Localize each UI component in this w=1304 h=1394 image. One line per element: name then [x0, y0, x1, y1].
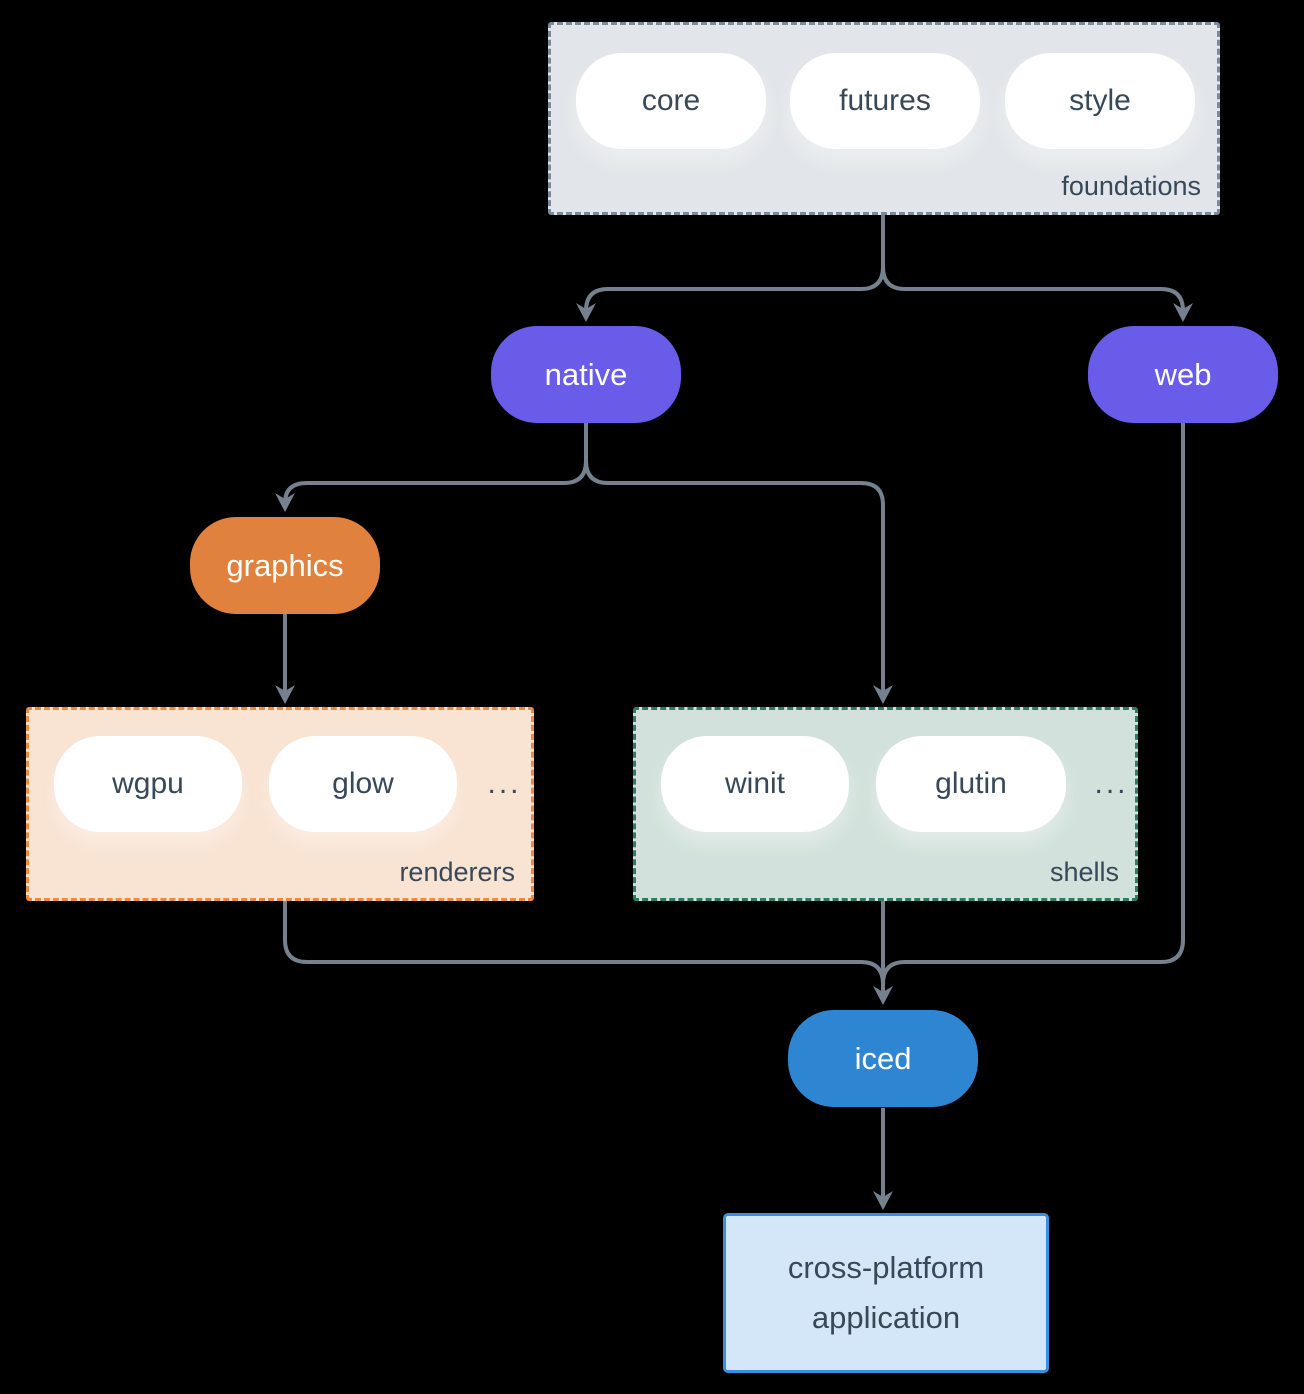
node-application: cross-platform application [723, 1213, 1049, 1373]
node-iced: iced [788, 1010, 978, 1107]
group-label-renderers: renderers [399, 857, 515, 887]
pill-glow: glow [269, 736, 457, 832]
pill-winit: winit [661, 736, 849, 832]
group-renderers: wgpu glow ... renderers [26, 707, 534, 901]
edge-web-iced [881, 423, 1185, 985]
arrowhead-iced [873, 986, 893, 1005]
arrowhead-application [873, 1191, 893, 1210]
pill-style: style [1005, 53, 1195, 149]
edge-foundations-native [584, 215, 885, 312]
group-label-foundations: foundations [1061, 171, 1201, 201]
application-label-line1: cross-platform [787, 1250, 985, 1285]
node-graphics: graphics [190, 517, 380, 614]
group-label-shells: shells [1049, 857, 1119, 887]
arrowhead-native [576, 303, 596, 322]
edge-renderers-iced [283, 901, 885, 985]
group-foundations: core futures style foundations [548, 22, 1220, 215]
arrowhead-graphics [275, 493, 295, 512]
pill-glutin: glutin [876, 736, 1066, 832]
edge-foundations-web [881, 215, 1185, 312]
pill-futures: futures [790, 53, 980, 149]
edge-native-shells [584, 423, 885, 697]
arrowhead-web [1173, 303, 1193, 322]
pill-core: core [576, 53, 766, 149]
ellipsis-renderers: ... [487, 767, 522, 800]
group-shells: winit glutin ... shells [633, 707, 1138, 901]
application-label-line2: application [811, 1300, 961, 1335]
arrowhead-shells [873, 685, 893, 704]
node-native: native [491, 326, 681, 423]
arrowhead-renderers [275, 685, 295, 704]
pill-wgpu: wgpu [54, 736, 242, 832]
edge-native-graphics [283, 423, 588, 504]
ellipsis-shells: ... [1094, 767, 1129, 800]
node-web: web [1088, 326, 1278, 423]
